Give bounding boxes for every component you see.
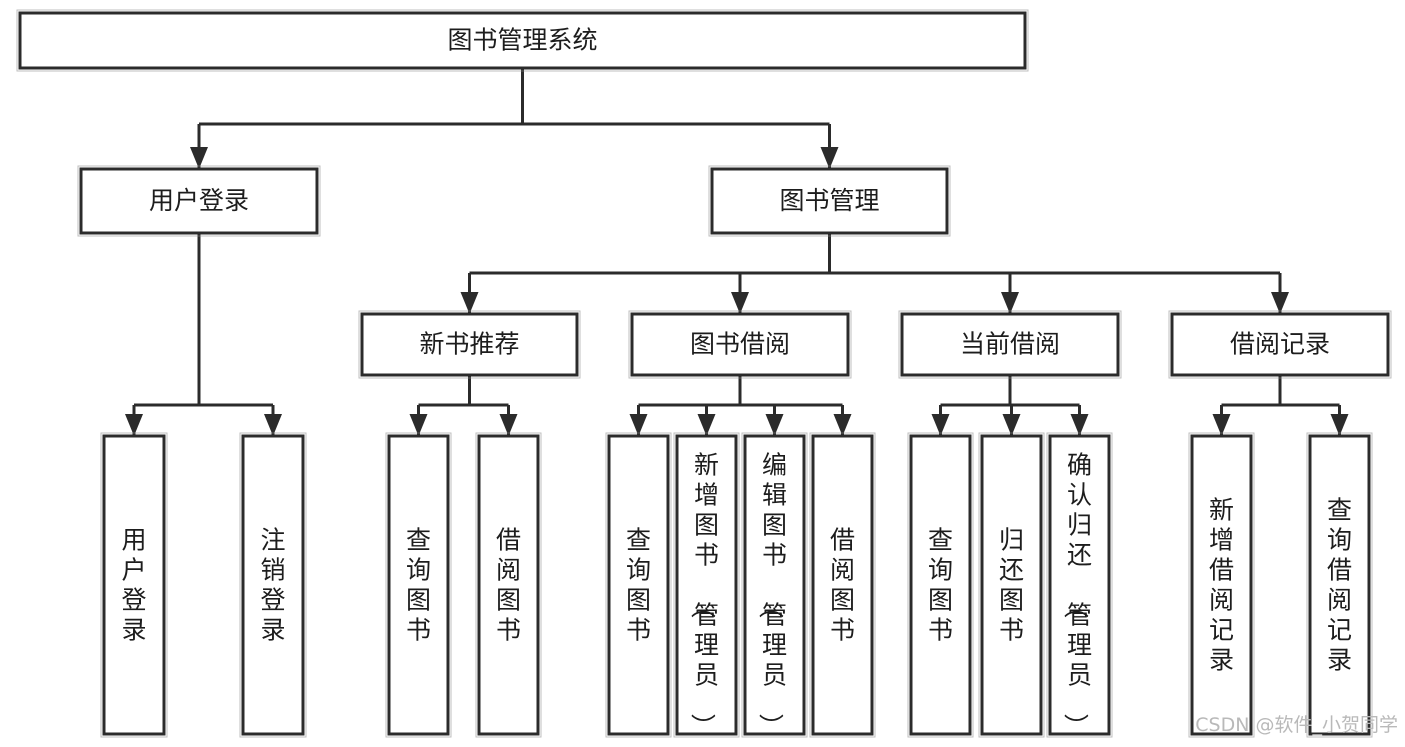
node-label-confirm-return-admin: 确认归还（管理员）	[1061, 450, 1092, 738]
arrow-head-icon	[1330, 414, 1349, 436]
arrow-head-icon	[1001, 292, 1019, 314]
node-label-book-borrow: 图书借阅	[690, 330, 790, 359]
node-box-user-login[interactable]	[79, 167, 319, 235]
node-label-user-logout: 注销登录	[260, 525, 285, 644]
arrow-head-icon	[125, 414, 143, 436]
node-box-user-logout[interactable]	[241, 434, 305, 736]
connector-layer	[125, 68, 1349, 436]
arrow-head-icon	[409, 414, 428, 436]
node-label-edit-book-admin: 编辑图书（管理员）	[756, 450, 787, 738]
node-box-borrow-book-2[interactable]	[811, 434, 874, 736]
node-label-root: 图书管理系统	[447, 26, 597, 55]
node-box-book-borrow[interactable]	[630, 312, 850, 377]
node-edit-book-admin[interactable]: 编辑图书（管理员）	[741, 432, 808, 738]
node-return-book[interactable]: 归还图书	[978, 432, 1045, 738]
node-box-add-book-admin[interactable]	[675, 434, 738, 736]
node-query-book-3[interactable]: 查询图书	[907, 432, 974, 738]
node-label-user-login-do: 用户登录	[121, 525, 146, 644]
arrow-head-icon	[765, 414, 784, 436]
csdn-watermark: CSDN @软件_小贺同学	[1195, 714, 1398, 736]
node-box-user-login-do[interactable]	[102, 434, 166, 736]
arrow-head-icon	[1002, 414, 1021, 436]
node-root[interactable]: 图书管理系统	[16, 9, 1029, 72]
node-label-borrow-book-2: 借阅图书	[830, 525, 855, 644]
node-current-borrow[interactable]: 当前借阅	[898, 310, 1122, 379]
node-box-query-borrow-record[interactable]	[1308, 434, 1371, 736]
node-borrow-records[interactable]: 借阅记录	[1168, 310, 1392, 379]
arrow-head-icon	[629, 414, 648, 436]
arrow-head-icon	[820, 147, 839, 169]
node-borrow-book-1[interactable]: 借阅图书	[475, 432, 542, 738]
node-confirm-return-admin[interactable]: 确认归还（管理员）	[1046, 432, 1113, 738]
node-user-logout[interactable]: 注销登录	[239, 432, 307, 738]
arrow-head-icon	[833, 414, 852, 436]
node-box-current-borrow[interactable]	[900, 312, 1120, 377]
node-label-return-book: 归还图书	[999, 525, 1024, 644]
node-user-login[interactable]: 用户登录	[77, 165, 321, 237]
arrow-head-icon	[264, 414, 282, 436]
arrow-head-icon	[460, 292, 479, 314]
node-label-current-borrow: 当前借阅	[960, 330, 1060, 359]
arrow-head-icon	[1212, 414, 1231, 436]
node-new-book-recommend[interactable]: 新书推荐	[358, 310, 581, 379]
node-box-return-book[interactable]	[980, 434, 1043, 736]
node-box-borrow-records[interactable]	[1170, 312, 1390, 377]
node-user-login-do[interactable]: 用户登录	[100, 432, 168, 738]
node-box-query-book-2[interactable]	[607, 434, 670, 736]
node-label-user-login: 用户登录	[149, 186, 249, 215]
node-label-query-book-1: 查询图书	[406, 525, 431, 644]
node-label-book-management: 图书管理	[779, 186, 879, 215]
node-query-book-1[interactable]: 查询图书	[385, 432, 452, 738]
node-book-management[interactable]: 图书管理	[708, 165, 951, 237]
arrow-head-icon	[1271, 292, 1289, 314]
arrow-head-icon	[931, 414, 950, 436]
node-label-add-book-admin: 新增图书（管理员）	[688, 450, 719, 738]
node-box-book-management[interactable]	[710, 167, 949, 235]
arrow-head-icon	[697, 414, 716, 436]
node-box-borrow-book-1[interactable]	[477, 434, 540, 736]
node-box-confirm-return-admin[interactable]	[1048, 434, 1111, 736]
node-label-query-book-2: 查询图书	[626, 525, 651, 644]
node-label-query-borrow-record: 查询借阅记录	[1327, 495, 1352, 674]
node-label-query-book-3: 查询图书	[928, 525, 953, 644]
node-label-add-borrow-record: 新增借阅记录	[1209, 495, 1234, 674]
node-add-borrow-record[interactable]: 新增借阅记录	[1188, 432, 1255, 738]
node-book-borrow[interactable]: 图书借阅	[628, 310, 852, 379]
node-label-borrow-book-1: 借阅图书	[496, 525, 521, 644]
node-box-query-book-1[interactable]	[387, 434, 450, 736]
node-label-borrow-records: 借阅记录	[1230, 330, 1330, 359]
node-query-borrow-record[interactable]: 查询借阅记录	[1306, 432, 1373, 738]
arrow-head-icon	[731, 292, 749, 314]
node-label-new-book-recommend: 新书推荐	[419, 330, 519, 359]
node-box-root[interactable]	[18, 11, 1027, 70]
node-box-new-book-recommend[interactable]	[360, 312, 579, 377]
node-box-query-book-3[interactable]	[909, 434, 972, 736]
node-query-book-2[interactable]: 查询图书	[605, 432, 672, 738]
node-borrow-book-2[interactable]: 借阅图书	[809, 432, 876, 738]
arrow-head-icon	[499, 414, 518, 436]
node-add-book-admin[interactable]: 新增图书（管理员）	[673, 432, 740, 738]
node-box-add-borrow-record[interactable]	[1190, 434, 1253, 736]
node-box-edit-book-admin[interactable]	[743, 434, 806, 736]
arrow-head-icon	[1070, 414, 1089, 436]
node-layer: 图书管理系统用户登录图书管理用户登录注销登录新书推荐图书借阅当前借阅借阅记录查询…	[16, 9, 1392, 738]
arrow-head-icon	[190, 147, 208, 169]
